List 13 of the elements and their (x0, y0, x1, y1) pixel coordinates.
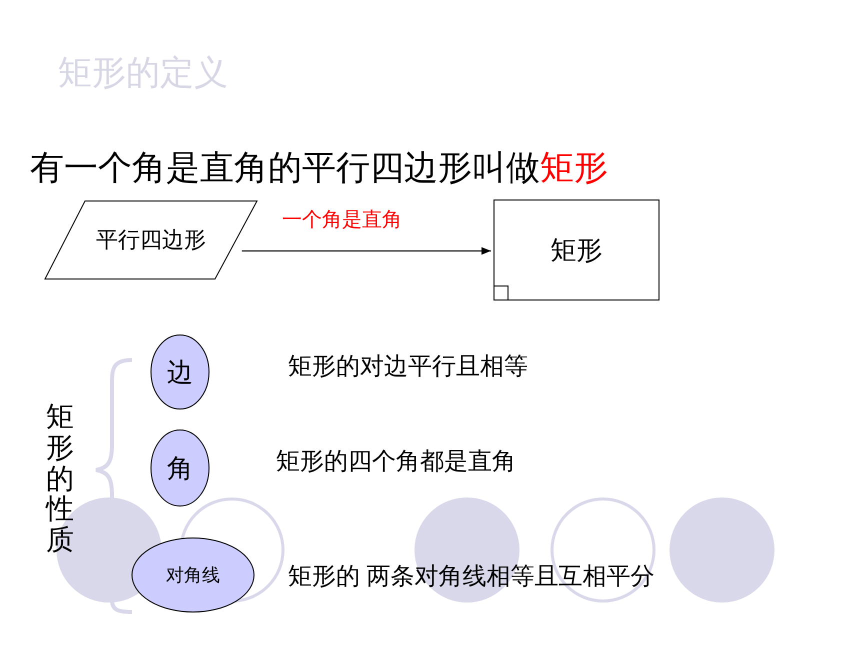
property-text: 矩形的 两条对角线相等且互相平分 (288, 562, 655, 592)
definition-text: 有一个角是直角的平行四边形叫做 (30, 149, 540, 187)
node-label: 平行四边形 (96, 226, 206, 254)
property-text: 矩形的对边平行且相等 (288, 352, 528, 382)
vertical-heading: 矩形的性质 (46, 402, 74, 556)
node-label: 矩形 (550, 234, 602, 266)
node-label: 对角线 (166, 564, 220, 587)
property-text: 矩形的四个角都是直角 (276, 447, 516, 477)
arrow (242, 247, 491, 255)
edge-label: 一个角是直角 (282, 208, 402, 233)
definition-term: 矩形 (540, 149, 608, 187)
node-label: 边 (167, 356, 193, 388)
node-label: 角 (167, 452, 193, 484)
